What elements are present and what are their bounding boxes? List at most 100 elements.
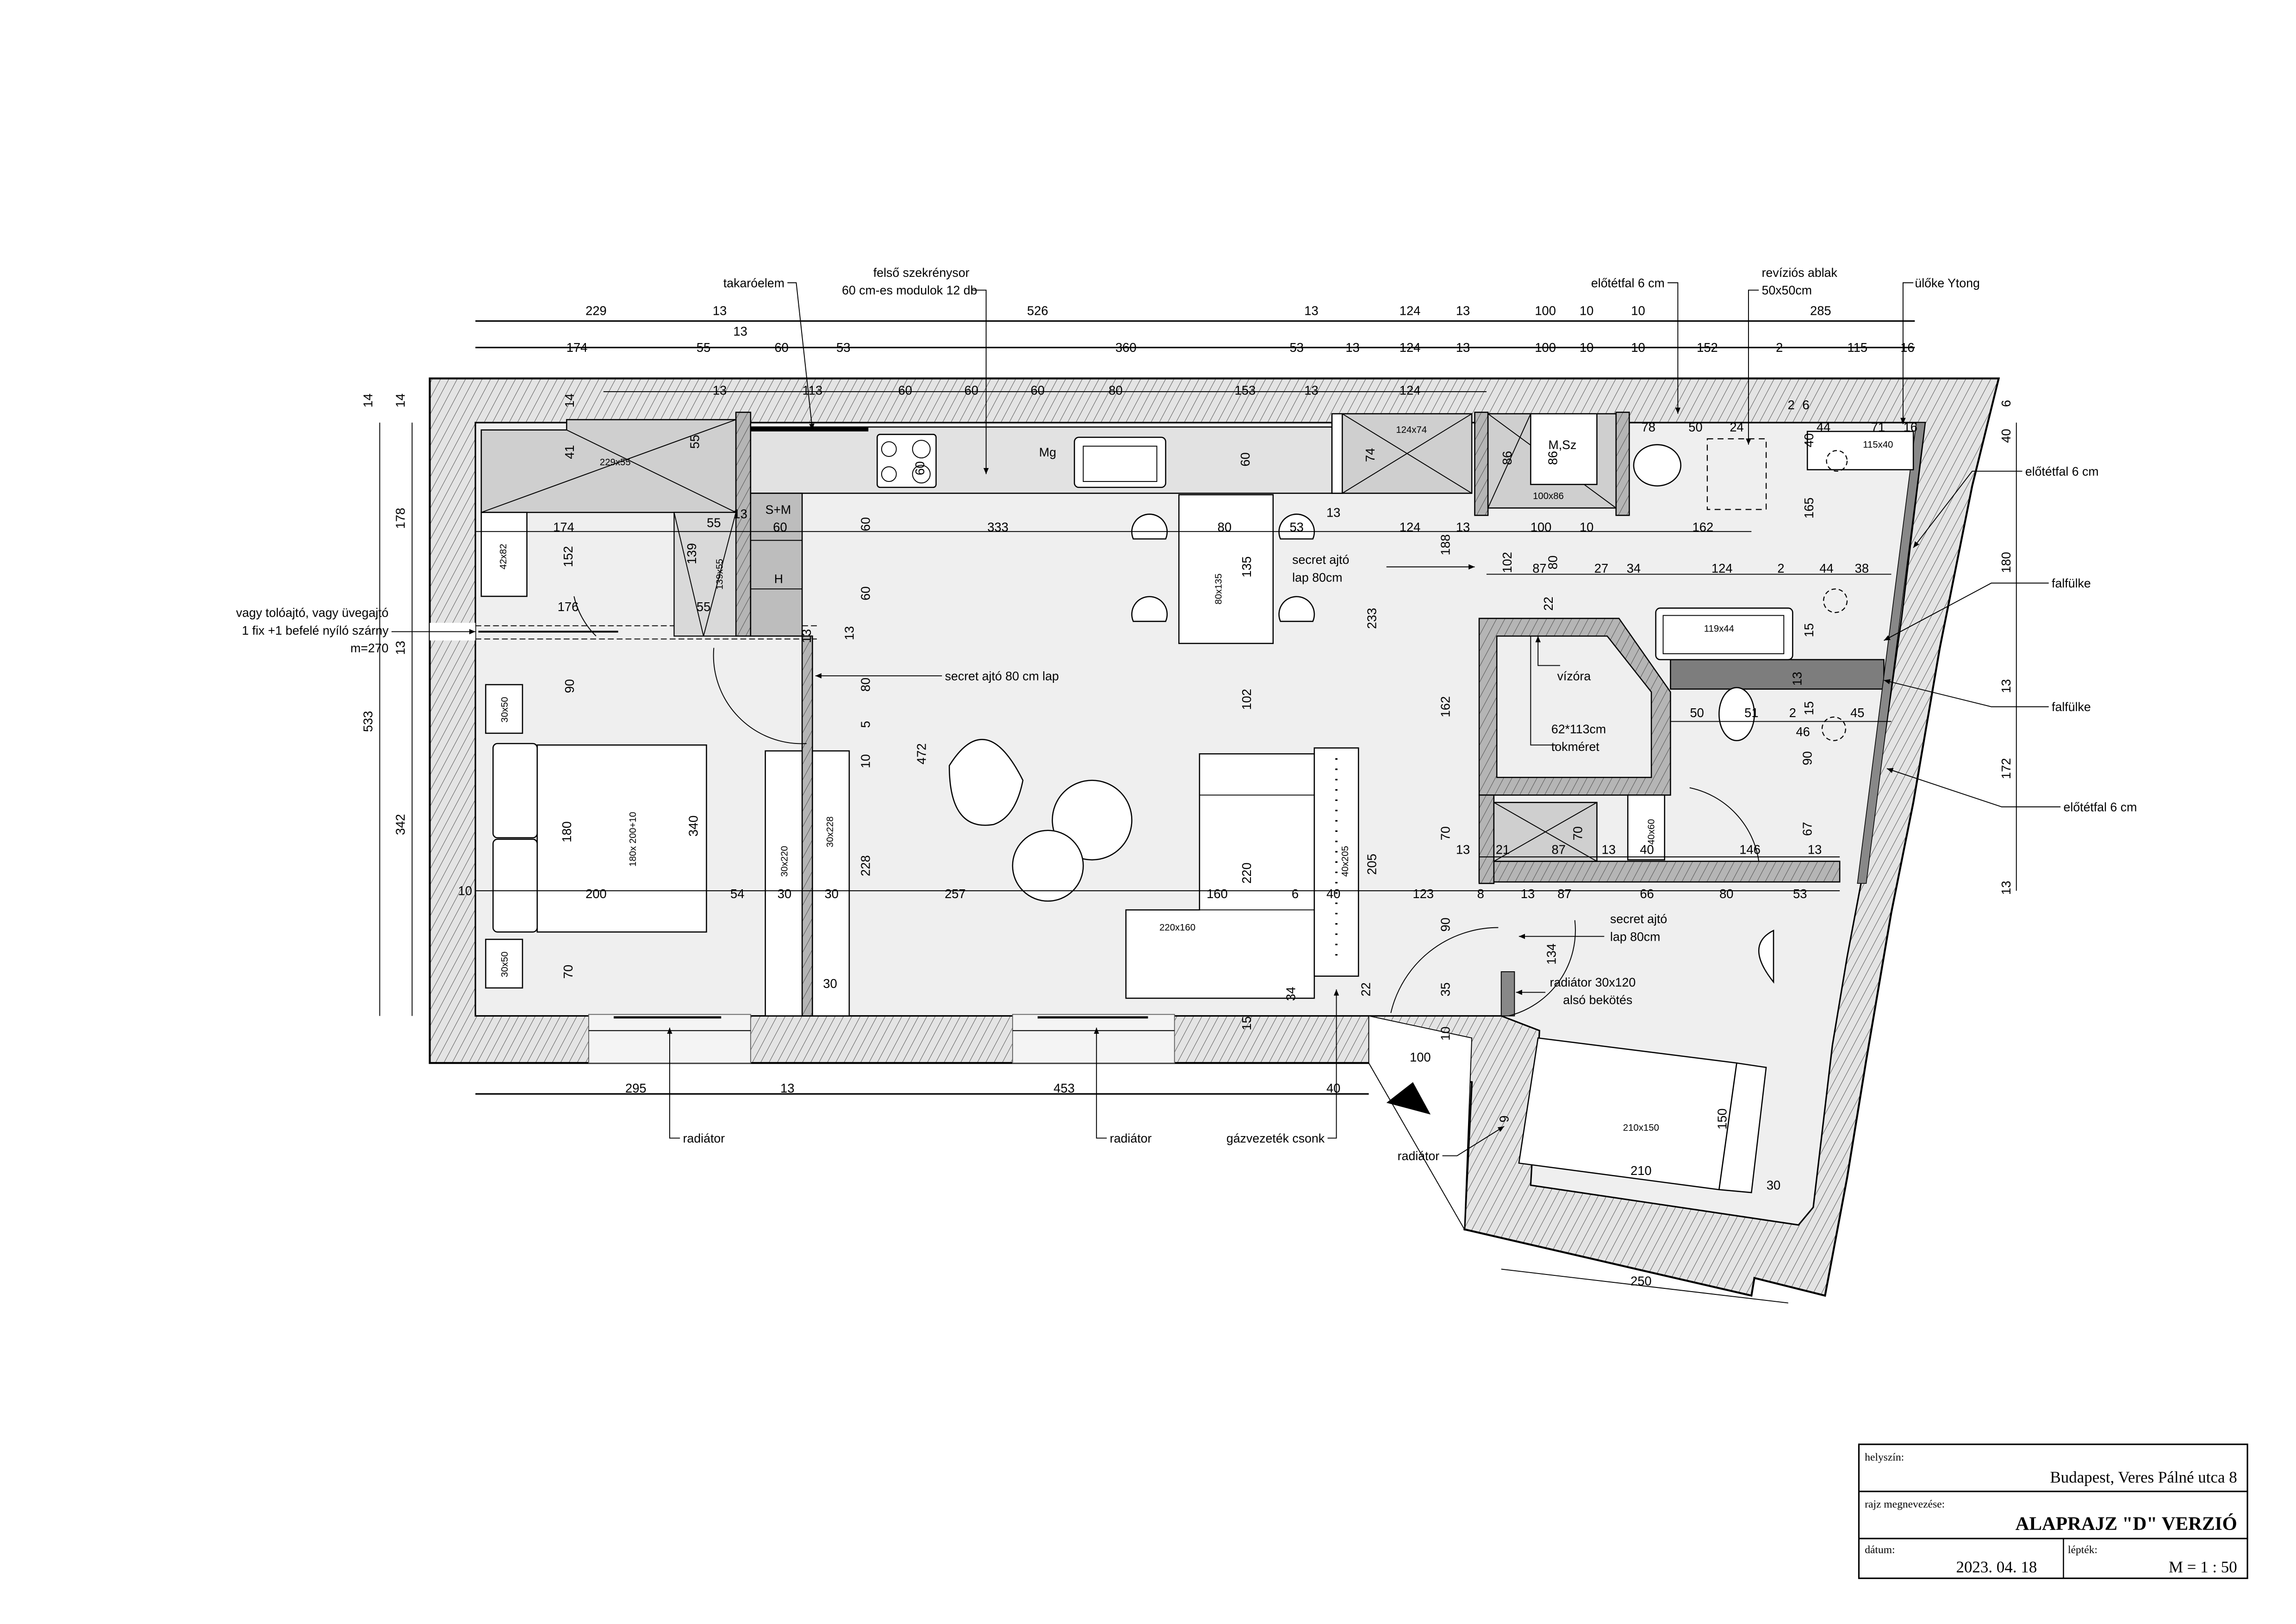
dimension-label-top-row-2: 55 [697, 340, 710, 355]
dimension-label-wall-row: 80 [1108, 383, 1122, 397]
dimension-label-interior: 188 [1438, 534, 1452, 556]
dimension-label-interior: 220 [1239, 862, 1254, 884]
dimension-label-top-row-2: 16 [1900, 340, 1914, 355]
annotation-niche-1: falfülke [2052, 576, 2091, 590]
annotation-frame-size-2: tokméret [1551, 740, 1599, 754]
dimension-label-right: 13 [1999, 881, 2013, 895]
dimension-label-interior: 60 [858, 517, 872, 531]
annotation-seat: ülőke Ytong [1915, 276, 1980, 290]
title-block-drawing-name: ALAPRAJZ "D" VERZIÓ [2016, 1512, 2237, 1534]
dimension-label-wall-row: 153 [1235, 383, 1256, 397]
dimension-label-wall-row: 60 [1031, 383, 1045, 397]
laundry-box-label: 100x86 [1533, 491, 1564, 501]
dimension-label-interior: 162 [1438, 696, 1452, 718]
annotation-secret-door-mid-1: secret ajtó [1292, 553, 1349, 567]
dimension-label-interior: 53 [1289, 520, 1303, 534]
annotation-front-wall-right-2: előtétfal 6 cm [2064, 800, 2137, 814]
dimension-label-interior: 15 [1802, 623, 1816, 637]
dimension-label-interior: 13 [1456, 520, 1470, 534]
dimension-label-top-row-2: 100 [1535, 340, 1556, 355]
dimension-label-right: 13 [1999, 679, 2013, 693]
dimension-label-interior: 135 [1239, 556, 1254, 578]
dimension-label-interior: 35 [1438, 982, 1452, 996]
dimension-label-interior: 102 [1239, 689, 1254, 710]
bath-wall-left [1478, 794, 1495, 884]
annotation-secret-door-left: secret ajtó 80 cm lap [945, 669, 1059, 683]
partition-wall-kitchen [1474, 412, 1489, 516]
dimension-label-interior: 21 [1496, 843, 1510, 857]
dimension-label-top-row-2: 115 [1848, 340, 1868, 355]
dimension-label-interior: 13 [733, 507, 747, 521]
dimension-label-interior: 46 [1796, 725, 1810, 739]
dimension-label-interior: 146 [1739, 843, 1761, 857]
dimension-label-interior: 200 [585, 887, 607, 901]
door-arc-bedroom [713, 648, 807, 744]
dimension-label-interior: 100 [1531, 520, 1552, 534]
dimension-label-interior: 10 [858, 754, 872, 768]
partition-wall-bedroom [801, 635, 813, 1017]
dimension-label-interior: 13 [1456, 843, 1470, 857]
title-block-date-label: dátum: [1865, 1544, 1895, 1556]
dimension-label-interior: 228 [858, 855, 872, 876]
bay-opening [1368, 1015, 1473, 1231]
dimension-label-interior: 5 [858, 721, 872, 728]
annotation-radiator-bath-1: radiátor 30x120 [1550, 975, 1636, 989]
dimension-label-interior: 16 [1904, 420, 1917, 434]
annotation-upper-cabinets-2: 60 cm-es modulok 12 db [842, 283, 977, 297]
annotation-front-wall-right-1: előtétfal 6 cm [2025, 464, 2099, 478]
nightstand-2: 30x50 [485, 938, 523, 989]
dimension-label-interior: 22 [1359, 982, 1373, 996]
dimension-label-interior: 90 [1800, 751, 1815, 765]
small-cabinet: 40x60 [1627, 794, 1665, 861]
dimension-label-top-row-2: 124 [1400, 340, 1421, 355]
dimension-label-top-row-1: 285 [1810, 304, 1831, 318]
dimension-label-left: 14 [361, 394, 375, 407]
dimension-label-interior: 41 [562, 445, 577, 459]
dimension-label-wall-row: 113 [803, 383, 823, 397]
sofa-label: 220x160 [1159, 923, 1195, 933]
dimension-label-top-row-1: 13 [713, 304, 727, 318]
annotation-radiator-3: radiátor [1398, 1149, 1440, 1163]
annotation-upper-cabinets-1: felső szekrénysor [873, 266, 970, 280]
dimension-label-top-row-2: 10 [1631, 340, 1645, 355]
dimension-label-interior: 124 [1400, 520, 1421, 534]
dimension-label-interior: 30 [1767, 1178, 1780, 1193]
dimension-label-interior: 13 [842, 626, 856, 640]
dimension-label-interior: 10 [458, 884, 472, 898]
bath-shaft-box [1493, 802, 1598, 862]
dimension-label-interior: 150 [1715, 1108, 1729, 1130]
dimension-label-interior: 15 [1239, 1016, 1254, 1030]
radiator-bath [1500, 971, 1515, 1017]
tall-unit-label-h: H [774, 572, 783, 586]
bathtub: 119x44 [1655, 607, 1793, 661]
dimension-label-interior: 233 [1364, 608, 1379, 629]
dimension-label-interior: 15 [1802, 701, 1816, 715]
title-block-scale: M = 1 : 50 [2169, 1558, 2237, 1576]
dimension-label-interior: 14 [562, 394, 577, 407]
dimension-label-interior: 30 [778, 887, 791, 901]
dimension-label-top-row-1: 13 [1304, 304, 1318, 318]
dimension-label-top-row-1: 10 [1631, 304, 1645, 318]
dimension-label-interior: 78 [1642, 420, 1655, 434]
dimension-label-interior: 134 [1544, 943, 1558, 965]
annotation-radiator-bath-2: alsó bekötés [1563, 993, 1632, 1007]
dimension-label-interior: 472 [914, 743, 928, 765]
shower-drain-2-icon [1821, 716, 1846, 741]
annotation-revision-window-1: revíziós ablak [1762, 266, 1838, 280]
annotation-secret-door-mid-2: lap 80cm [1292, 570, 1342, 584]
dimension-label-right: 180 [1999, 552, 2013, 573]
dimension-label-top-row-1b: 13 [733, 324, 747, 338]
dimension-label-interior: 67 [1800, 822, 1815, 836]
dimension-label-interior: 50 [1688, 420, 1702, 434]
vanity: 115x40 [1806, 431, 1914, 472]
dimension-label-interior: 87 [1552, 843, 1566, 857]
dimension-label-interior: 30 [825, 887, 839, 901]
partition-wall-bath [1615, 412, 1630, 516]
dimension-label-interior: 86 [1546, 451, 1560, 465]
dimension-label-interior: 38 [1855, 561, 1869, 575]
dimension-label-interior: 34 [1284, 987, 1298, 1001]
dimension-label-interior: 176 [558, 600, 579, 614]
toilet-2-icon [1718, 687, 1755, 742]
